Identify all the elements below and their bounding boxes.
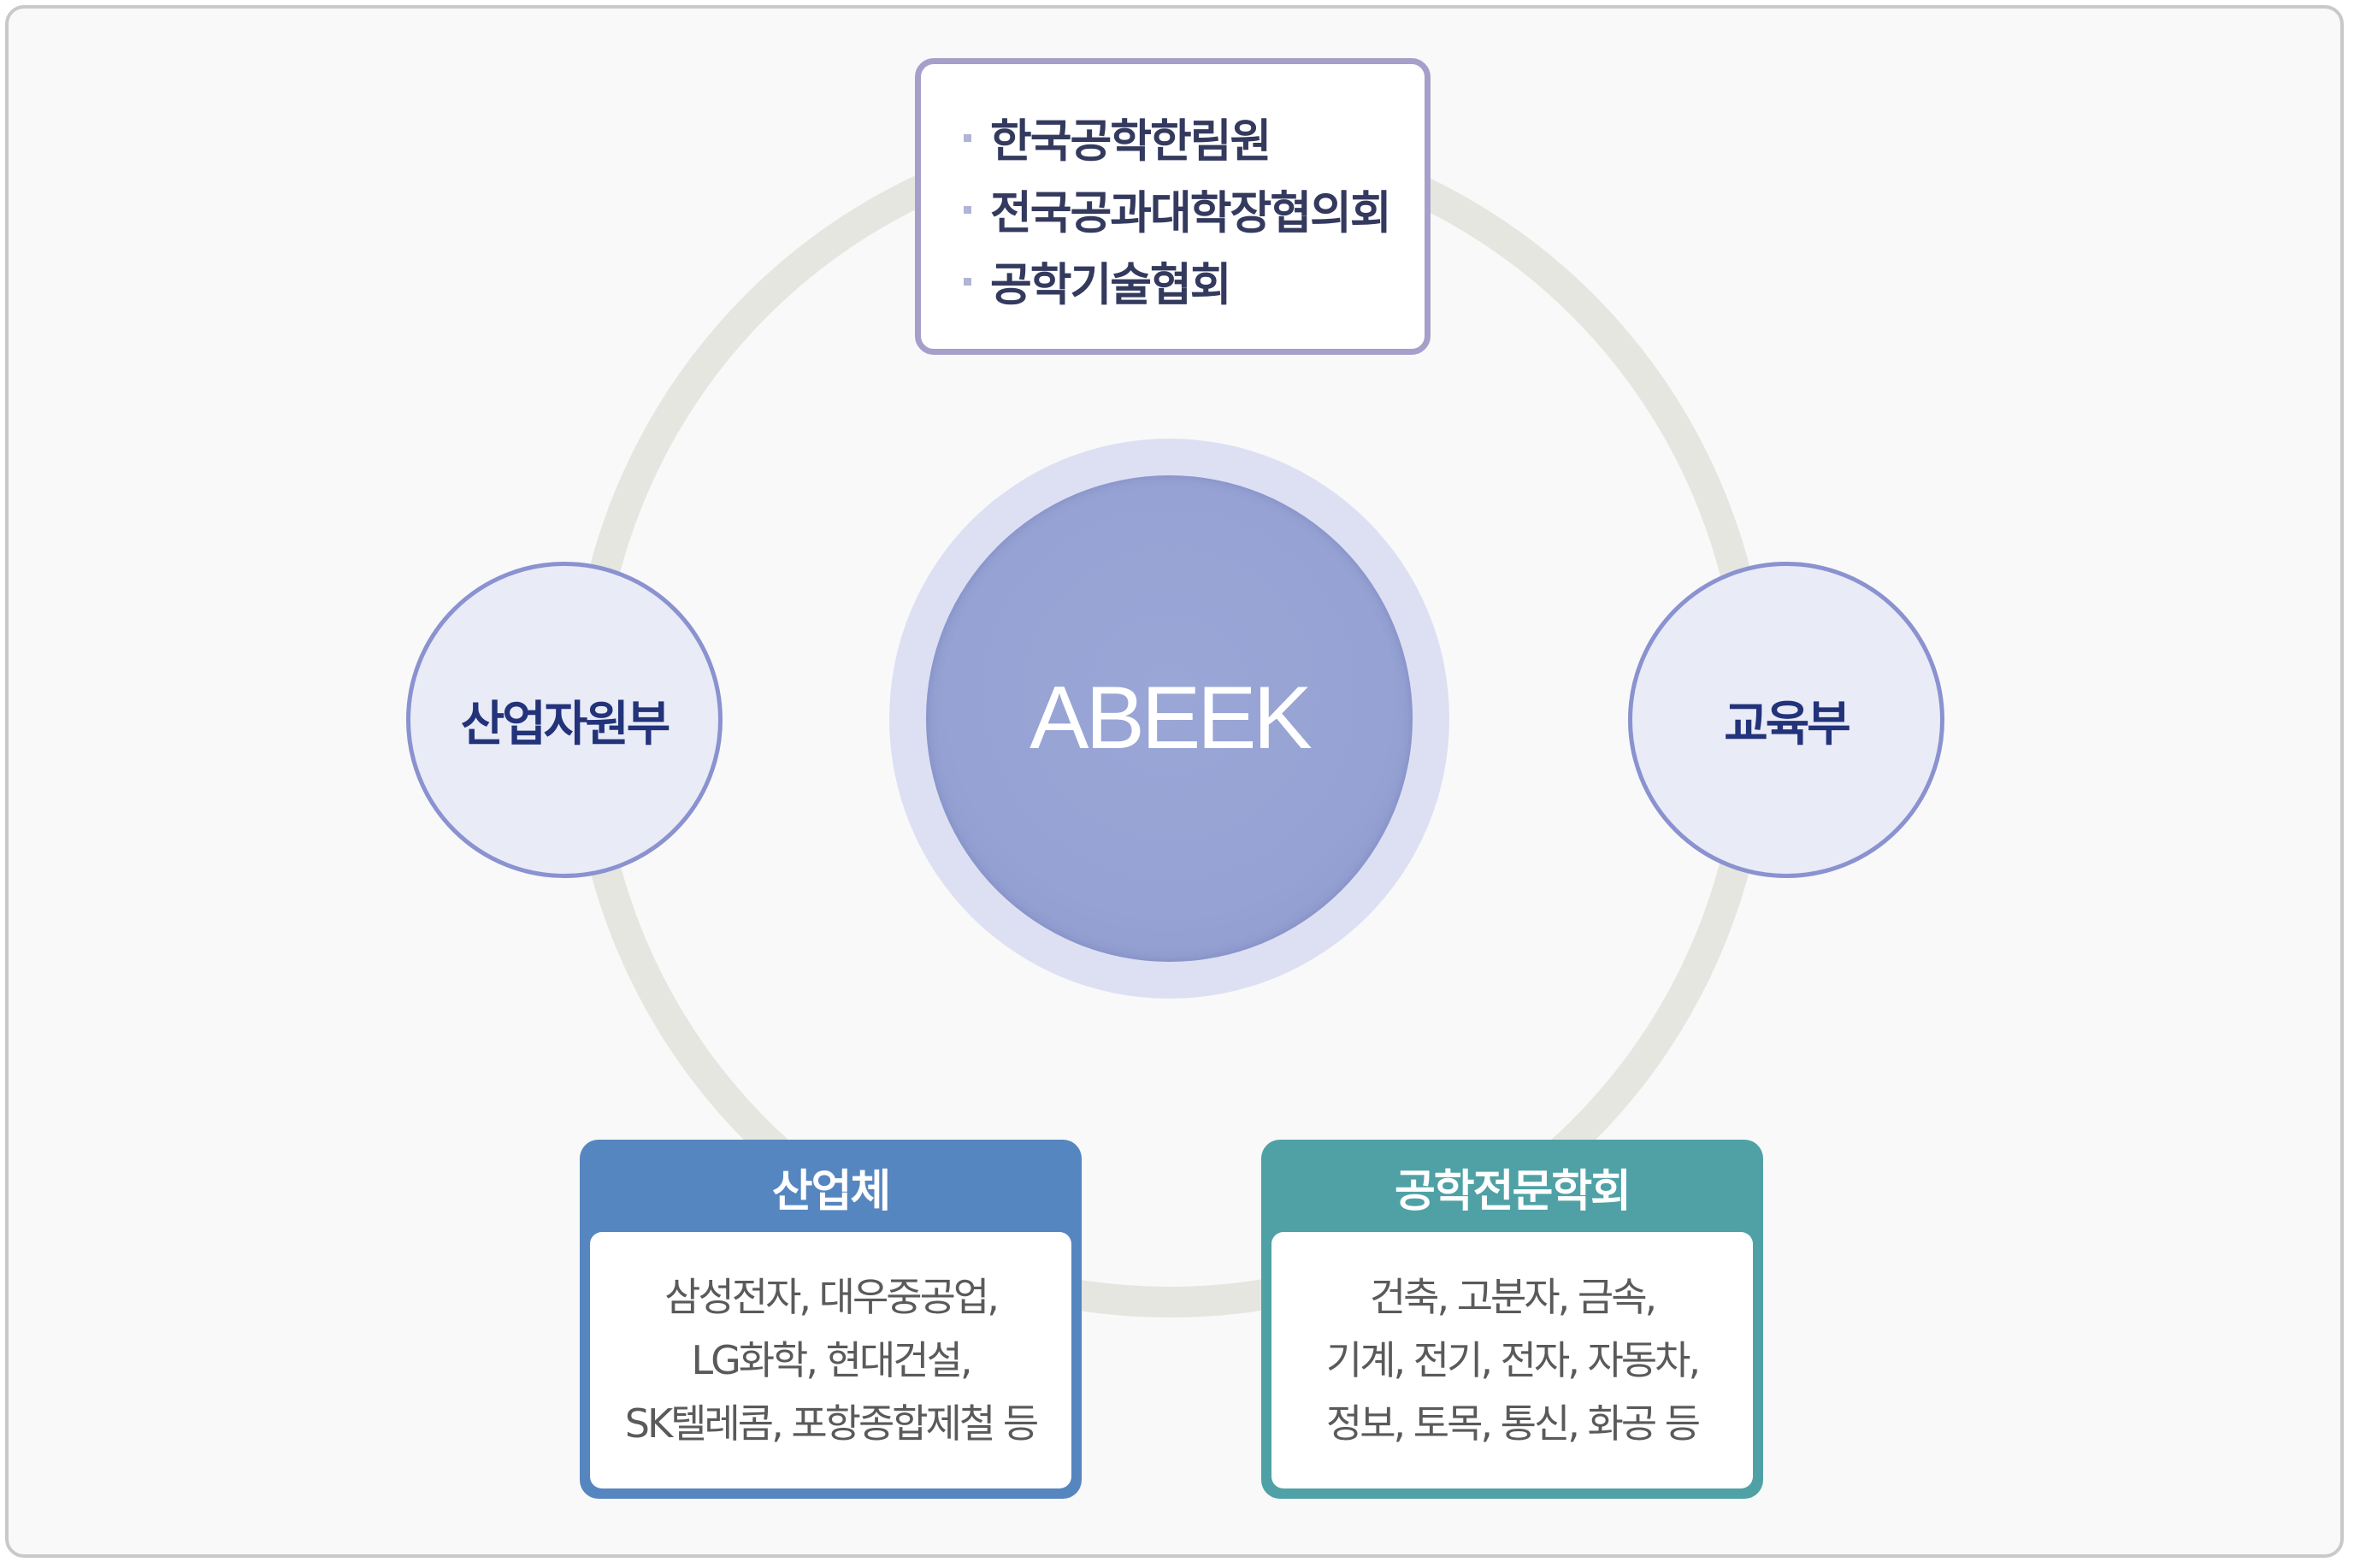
ministry-industry-node: 산업자원부: [406, 562, 723, 878]
society-line: 건축, 고분자, 금속,: [1369, 1274, 1657, 1320]
academy-item: 한국공학한림원: [964, 102, 1425, 174]
society-title: 공학전문학회: [1394, 1165, 1631, 1217]
center-node: ABEEK: [926, 475, 1413, 962]
bullet-icon: [964, 133, 971, 142]
ministry-education-label: 교육부: [1724, 696, 1851, 752]
industry-title: 산업체: [771, 1165, 892, 1217]
society-line: 정보, 토목, 통신, 화공 등: [1325, 1400, 1701, 1447]
academy-item: 전국공과대학장협의회: [964, 174, 1425, 245]
bullet-icon: [964, 205, 971, 214]
society-line: 기계, 전기, 전자, 자동차,: [1325, 1337, 1701, 1383]
industry-line: 삼성전자, 대우중공업,: [664, 1274, 1000, 1320]
ministry-education-node: 교육부: [1628, 562, 1944, 878]
academy-item-label: 공학기술협회: [990, 259, 1232, 311]
academy-box: 한국공학한림원 전국공과대학장협의회 공학기술협회: [915, 58, 1431, 355]
society-body: 건축, 고분자, 금속, 기계, 전기, 전자, 자동차, 정보, 토목, 통신…: [1271, 1232, 1753, 1488]
academy-item-label: 한국공학한림원: [990, 115, 1271, 168]
center-label: ABEEK: [1030, 669, 1313, 768]
bullet-icon: [964, 277, 971, 286]
industry-body: 삼성전자, 대우중공업, LG화학, 현대건설, SK텔레콤, 포항종합제철 등: [590, 1232, 1071, 1488]
industry-panel: 산업체 삼성전자, 대우중공업, LG화학, 현대건설, SK텔레콤, 포항종합…: [580, 1140, 1082, 1499]
ministry-industry-label: 산업자원부: [460, 696, 671, 752]
industry-line: SK텔레콤, 포항종합제철 등: [624, 1400, 1039, 1447]
society-panel: 공학전문학회 건축, 고분자, 금속, 기계, 전기, 전자, 자동차, 정보,…: [1261, 1140, 1763, 1499]
industry-line: LG화학, 현대건설,: [691, 1337, 972, 1383]
academy-item-label: 전국공과대학장협의회: [990, 187, 1392, 239]
academy-item: 공학기술협회: [964, 245, 1425, 317]
